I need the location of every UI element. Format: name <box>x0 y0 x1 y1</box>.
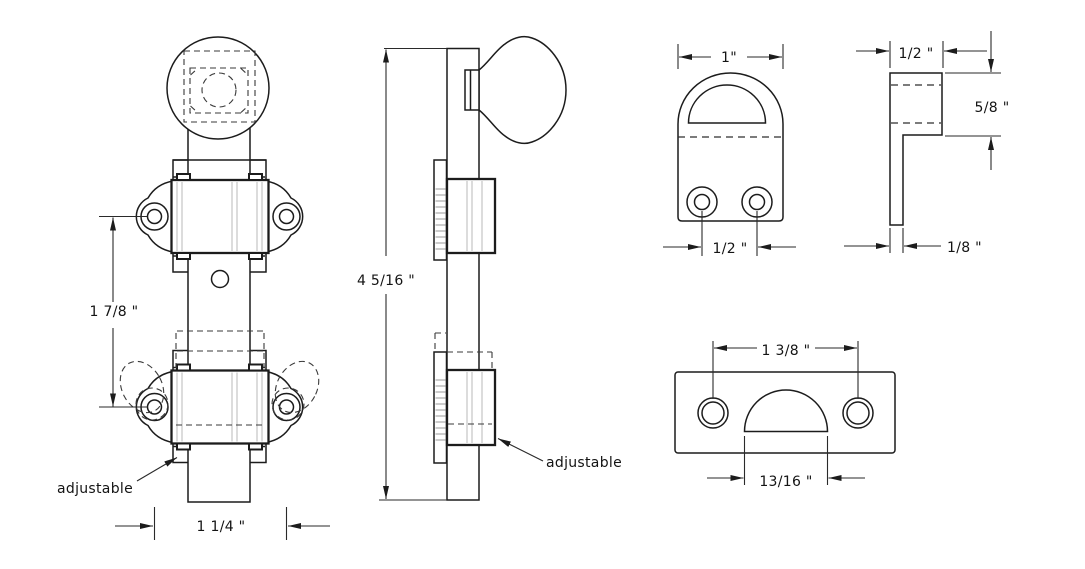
strike-hole-left <box>701 401 725 425</box>
knob-front <box>166 36 270 140</box>
dim-strike-hole-spacing: 1 3/8 " <box>712 341 859 399</box>
note-adjustable-side: adjustable <box>497 438 622 471</box>
dim-label-front-spacing: 1 7/8 " <box>90 304 139 320</box>
strike-hole-right <box>846 401 870 425</box>
dim-label-strike-opening-width: 13/16 " <box>759 474 812 490</box>
dim-strike-opening-width: 13/16 " <box>707 436 865 490</box>
keeper-front-view: 1" 1/2 " <box>663 44 796 257</box>
dim-label-side-height: 4 5/16 " <box>357 273 415 289</box>
dim-label-keeper-hole-spacing: 1/2 " <box>713 241 748 257</box>
dim-keeper-hole-spacing: 1/2 " <box>663 211 796 257</box>
note-adjustable-front: adjustable <box>57 457 178 497</box>
keeper-profile-body <box>889 72 943 226</box>
dim-label-profile-width: 1/2 " <box>899 46 934 62</box>
knob-side <box>478 35 567 145</box>
dim-side-height: 4 5/16 " <box>357 47 447 501</box>
knob-stem <box>464 69 480 111</box>
strike-opening <box>743 389 829 433</box>
dim-label-profile-height: 5/8 " <box>975 100 1010 116</box>
dim-front-spacing: 1 7/8 " <box>90 215 147 408</box>
keeper-side-view: 1/2 " 5/8 " 1/8 " <box>844 31 1009 256</box>
strip-upper <box>433 159 448 261</box>
sleeve-upper <box>170 172 270 261</box>
strip-upper-hatch <box>435 188 446 250</box>
dim-profile-width: 1/2 " <box>856 41 987 68</box>
keeper-hole-right <box>748 193 766 211</box>
dim-front-width: 1 1/4 " <box>115 507 330 540</box>
strip-lower <box>433 351 448 464</box>
bolt-front-view: 1 7/8 " 1 1/4 " adjustable <box>57 36 330 540</box>
dim-label-keeper-width: 1" <box>721 50 737 66</box>
note-label-adjustable-side: adjustable <box>546 455 622 471</box>
strip-lower-hatch <box>435 379 446 441</box>
dim-keeper-width: 1" <box>677 44 784 69</box>
knob-hidden-square-outer <box>183 50 256 123</box>
keeper-arch-opening <box>687 84 767 124</box>
sleeve-upper-side <box>445 177 497 255</box>
note-label-adjustable-front: adjustable <box>57 481 133 497</box>
adjustable-ghost-front <box>119 330 320 426</box>
dim-label-strike-hole-spacing: 1 3/8 " <box>762 343 811 359</box>
strike-plate-view: 1 3/8 " 13/16 " <box>674 341 896 490</box>
knob-hidden-circle <box>201 72 237 108</box>
dim-label-profile-thickness: 1/8 " <box>947 240 982 256</box>
bar-hole <box>210 269 230 289</box>
knob-hidden-square-inner <box>189 67 249 114</box>
adjustable-ghost-side <box>434 332 493 425</box>
sleeve-lower-side <box>445 368 497 447</box>
dim-profile-thickness: 1/8 " <box>844 228 982 256</box>
keeper-hole-left <box>693 193 711 211</box>
dim-label-front-width: 1 1/4 " <box>197 519 246 535</box>
sleeve-lower <box>170 363 270 451</box>
dim-profile-height: 5/8 " <box>945 31 1009 170</box>
bolt-side-view: 4 5/16 " adjustable <box>357 35 622 501</box>
